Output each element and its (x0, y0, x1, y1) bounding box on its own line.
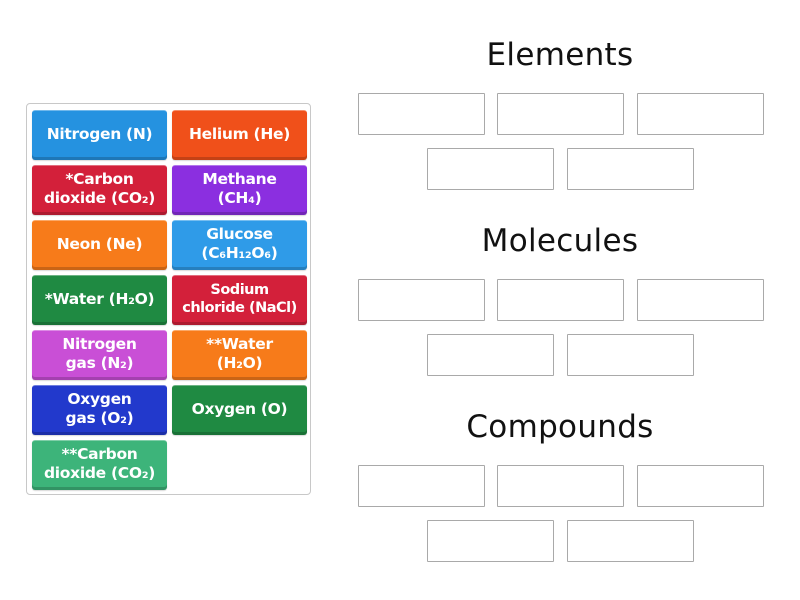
drop-slot-compounds-5[interactable] (567, 520, 694, 562)
drop-slot-elements-1[interactable] (358, 93, 485, 135)
tile-water-2[interactable]: **Water (H₂O) (172, 330, 307, 380)
tile-carbon-dioxide-1[interactable]: *Carbon dioxide (CO₂) (32, 165, 167, 215)
drop-slot-elements-2[interactable] (497, 93, 624, 135)
drop-slot-molecules-5[interactable] (567, 334, 694, 376)
tile-oxygen[interactable]: Oxygen (O) (172, 385, 307, 435)
group-title-elements: Elements (486, 37, 634, 73)
tile-nitrogen[interactable]: Nitrogen (N) (32, 110, 167, 160)
tile-sodium-chloride[interactable]: Sodium chloride (NaCl) (172, 275, 307, 325)
tile-methane[interactable]: Methane (CH₄) (172, 165, 307, 215)
tile-nitrogen-gas[interactable]: Nitrogen gas (N₂) (32, 330, 167, 380)
drop-slot-molecules-4[interactable] (427, 334, 554, 376)
drop-slot-elements-5[interactable] (567, 148, 694, 190)
tile-neon[interactable]: Neon (Ne) (32, 220, 167, 270)
tile-helium[interactable]: Helium (He) (172, 110, 307, 160)
drop-slot-compounds-4[interactable] (427, 520, 554, 562)
drop-slot-molecules-2[interactable] (497, 279, 624, 321)
tile-glucose[interactable]: Glucose (C₆H₁₂O₆) (172, 220, 307, 270)
drop-slot-compounds-1[interactable] (358, 465, 485, 507)
drop-slot-compounds-3[interactable] (637, 465, 764, 507)
tile-water-1[interactable]: *Water (H₂O) (32, 275, 167, 325)
drop-slot-molecules-3[interactable] (637, 279, 764, 321)
group-title-compounds: Compounds (466, 409, 654, 445)
drop-slot-compounds-2[interactable] (497, 465, 624, 507)
group-title-molecules: Molecules (481, 223, 639, 259)
drop-slot-molecules-1[interactable] (358, 279, 485, 321)
tile-oxygen-gas[interactable]: Oxygen gas (O₂) (32, 385, 167, 435)
tile-carbon-dioxide-2[interactable]: **Carbon dioxide (CO₂) (32, 440, 167, 490)
drop-slot-elements-3[interactable] (637, 93, 764, 135)
drop-slot-elements-4[interactable] (427, 148, 554, 190)
